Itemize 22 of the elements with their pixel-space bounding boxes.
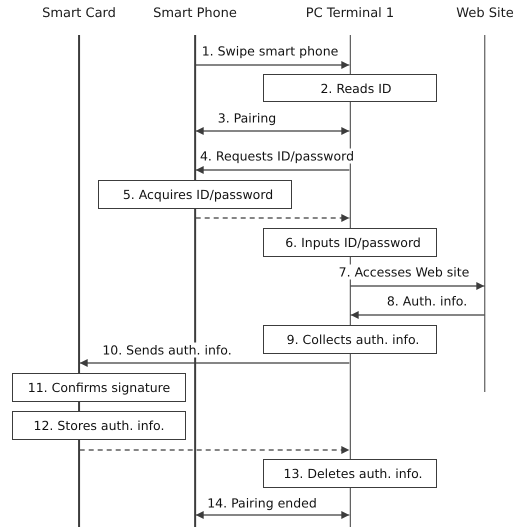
process-box: 6. Inputs ID/password xyxy=(263,228,437,257)
process-box: 13. Deletes auth. info. xyxy=(263,459,437,488)
participant-label: Smart Phone xyxy=(153,5,237,23)
dashed-arrow xyxy=(196,214,350,222)
arrow xyxy=(350,311,484,319)
process-box: 12. Stores auth. info. xyxy=(12,411,186,440)
arrow xyxy=(350,282,484,290)
edge-label: 7. Accesses Web site xyxy=(336,264,472,280)
arrow xyxy=(196,127,350,135)
participant-label: PC Terminal 1 xyxy=(306,5,394,23)
process-box: 9. Collects auth. info. xyxy=(263,325,437,354)
process-box: 2. Reads ID xyxy=(263,74,437,102)
process-box: 11. Confirms signature xyxy=(12,373,186,402)
process-box: 5. Acquires ID/password xyxy=(98,180,292,209)
edge-label: 3. Pairing xyxy=(216,110,278,126)
dashed-arrow xyxy=(80,446,350,454)
arrow xyxy=(196,166,350,174)
participant-label: Web Site xyxy=(456,5,514,23)
arrow xyxy=(196,61,350,69)
arrow xyxy=(196,511,350,519)
arrow xyxy=(80,359,350,367)
participant-label: Smart Card xyxy=(42,5,116,23)
